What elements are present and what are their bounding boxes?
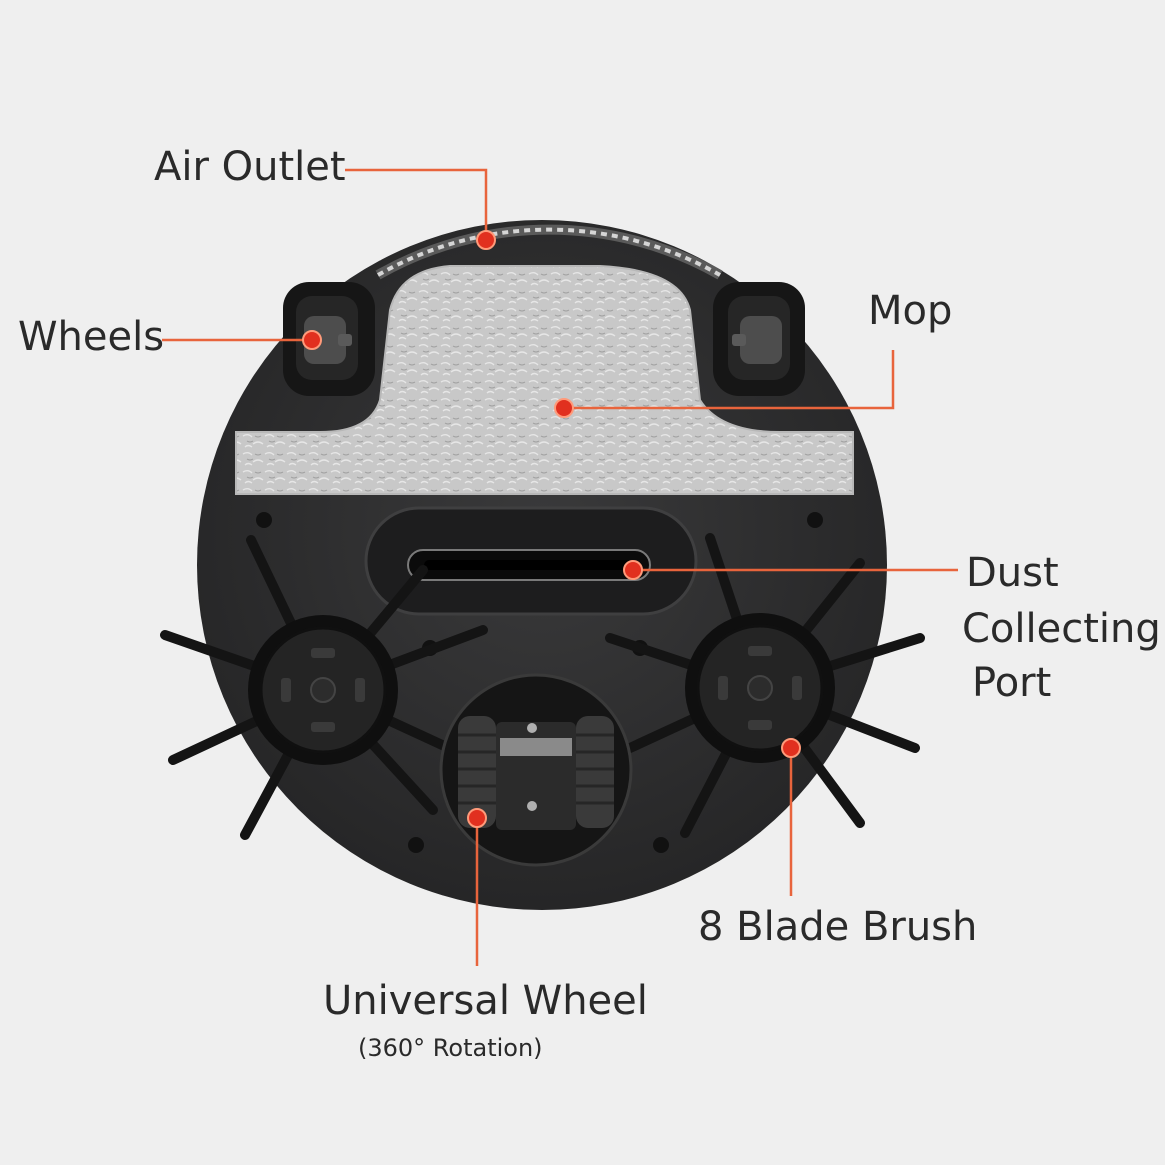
blade-brush-label: 8 Blade Brush	[698, 904, 978, 950]
mop-dot	[554, 398, 574, 418]
blade-brush-dot	[781, 738, 801, 758]
universal-wheel-note: (360° Rotation)	[358, 1034, 543, 1062]
air-outlet-callout-line	[345, 168, 488, 238]
universal-wheel	[439, 673, 633, 867]
air-outlet-grille	[377, 227, 721, 277]
left-wheel	[283, 282, 375, 396]
universal-wheel-label: Universal Wheel	[323, 978, 648, 1024]
dust-port-label-line2: Collecting	[962, 606, 1161, 652]
screw-hole	[256, 512, 272, 528]
dust-port-label-line3: Port	[972, 660, 1052, 706]
universal-wheel-dot	[467, 808, 487, 828]
right-wheel	[713, 282, 805, 396]
callout-lines	[162, 168, 958, 966]
right-side-brush	[605, 533, 925, 838]
screw-hole	[408, 837, 424, 853]
dust-port-label-line1: Dust	[966, 550, 1059, 596]
dust-port	[364, 506, 698, 616]
mop-callout-line	[564, 350, 895, 410]
mop-label: Mop	[868, 288, 953, 334]
mop-pad	[235, 265, 854, 495]
screw-hole	[653, 837, 669, 853]
air-outlet-dot	[476, 230, 496, 250]
screw-hole	[807, 512, 823, 528]
air-outlet-label: Air Outlet	[154, 144, 346, 190]
left-side-brush	[160, 535, 488, 840]
dust-port-dot	[623, 560, 643, 580]
wheels-label: Wheels	[18, 314, 165, 360]
wheels-dot	[302, 330, 322, 350]
